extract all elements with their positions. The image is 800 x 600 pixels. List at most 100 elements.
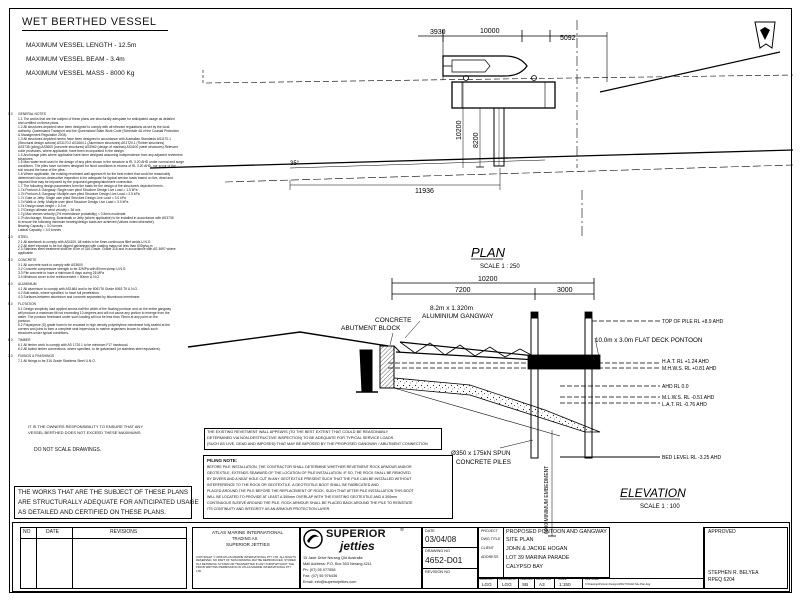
vessel-spec-length: MAXIMUM VESSEL LENGTH - 12.5m [26,42,137,49]
piling-note-line: BEFORE PILE INSTALLATION, THE CONTRACTOR… [207,465,412,469]
elevation-title: ELEVATION [620,486,686,500]
piling-note-line: CONTINUOUS SLEEVE AROUND THE PILE. ROCK … [207,501,413,505]
level-mlws: M.L.W.S. RL -0.51 AHD [662,395,715,401]
client-label: CLIENT [481,546,494,550]
notes-line: 4.2 Butt welds, where specified, to have… [18,291,100,296]
engineer-name: STEPHEN R. BELYEA [708,570,759,576]
abutment-detail [356,349,378,393]
project-label-col-rule [503,527,504,578]
drawing-no-rule [422,568,478,569]
revetment-note-line-3: (SUCH AS LIVE, DEAD AND IMPOSED) THAT MA… [207,442,428,446]
notes-section-number: 3.0 [8,258,13,263]
notes-line: & Management Regulation 2003). [18,132,68,137]
paper-size-label: PAPER SIZE [536,578,552,581]
piling-note-line: GEOTEXTILE, EXTENDS SEAWARD OF THE LOCAT… [207,471,411,475]
drawn-by-label: DRAWN BY [480,578,494,581]
notes-line: 4.1 All aluminium to comply with AS1664 … [18,287,138,292]
file-name-label: FILE NAME [585,578,599,581]
notes-line: structures under typical conditions. [18,330,69,335]
notes-line: soil around the base of the piles. [18,168,66,173]
piling-note-line: WILL BE LOCATED TO PROVIDE AT LEAST A 30… [207,495,398,499]
date-label: DATE [425,529,435,533]
title-underline [22,30,168,31]
logo-reg-mark: ® [400,527,404,533]
plan-dim-11936: 11936 [415,188,434,195]
page-title: WET BERTHED VESSEL [22,16,157,28]
notes-section-heading: FIXINGS & FINISHINGS [18,353,55,358]
revision-col-rule-1 [36,527,37,589]
notes-line: structures. [18,156,34,161]
owner-warning-line-1: IT IS THE OWNERS RESPONSIBILITY TO ENSUR… [28,424,143,429]
notes-line: 3.4 Minimum cover to the reinforcement =… [18,275,100,280]
notes-line: 5.2 Polystyrene (S) grade foam to be enc… [18,322,170,327]
notes-line: 4.3 Surfaces between aluminium and concr… [18,295,141,300]
notes-line: Lateral Capacity = 3.0 tonnes [18,227,61,232]
certification-line-1: THE WORKS THAT ARE THE SUBJECT OF THESE … [18,489,189,496]
notes-section-number: 6.0 [8,337,13,342]
strip-rule-4 [554,578,555,589]
site-address-1: LOT 39 MARINA PARADE [506,555,570,561]
copyright-notice: COPYRIGHT © 2008 ATLAS MARINE INTERNATIO… [196,555,296,573]
revision-col-no: NO [23,529,31,535]
address-line-1: 15 Jade Drive Nerang Qld Australia [303,556,363,560]
notes-line: 1.7b Pontoon & Gangway: Multiple user pl… [18,192,140,197]
gangway-label-2: ALUMINIUM GANGWAY [422,313,494,320]
company-block [192,527,300,589]
company-name-3: SUPERIOR JETTIES [226,542,270,547]
elev-dim-10200: 10200 [478,276,498,283]
plan-title: PLAN [471,245,506,260]
north-arrow-icon [754,21,776,49]
notes-section-heading: STEEL [18,234,29,239]
level-bed: BED LEVEL RL -3.25 AHD [662,455,721,461]
project-info-block [478,527,610,578]
company-name-1: ATLAS MARINE INTERNATIONAL [212,530,284,535]
certification-box [14,486,192,519]
revetment-note-line-2: DETERMINED VIA NON-DESTRUCTIVE INSPECTIO… [207,436,394,440]
piling-note-heading: PILING NOTE: [207,458,238,463]
notes-section-number: 2.0 [8,234,13,239]
address-label: ADDRESS [481,555,499,559]
strip-rule-2 [518,578,519,589]
superior-logo-icon [303,529,323,549]
address-line-2: Mail Address: P.O. Box 503 Nerang 4211 [303,562,372,566]
title-block [12,522,790,592]
owner-warning-line-2: VESSEL BERTHED DOES NOT EXCEED THESE MAX… [28,430,141,435]
address-line-4: Fax: (07) 55 976436 [303,574,338,578]
file-name-value: X:\Drawings\Pontoon Designs\4652 HOGAN S… [585,583,651,586]
notes-line: 1.7 The following design parameters form… [18,184,165,189]
revision-table [20,527,187,589]
notes-section-heading: ALUMINIUM [18,282,37,287]
plan-dim-3930: 3930 [430,29,446,36]
notes-line: 5.1 Design simplicity load applied acros… [18,307,172,311]
notes-line: 1.2 All structures depicted have been de… [18,124,170,129]
piling-note-line: PLACED AROUND THE PILE BEFORE THE REPLAC… [207,489,414,493]
plan-dim-8200: 8200 [473,132,480,148]
notes-line: 2.2 All steel exposed to be hot dipped g… [18,243,153,248]
notes-line: 3.1 All concrete work to comply with AS3… [18,263,83,268]
notes-line: 6.1 All timber work to comply with AS 17… [18,342,129,347]
notes-line: 1.7d Walk or Jetty: Multiple user plied … [18,199,129,204]
checked-label: CHECKED [520,578,533,581]
level-mhws: M.H.W.S. RL +0.81 AHD [662,366,717,372]
dwg-title-value: SITE PLAN [506,537,534,543]
embedment-label: 6000 MINIMUM EMBEDMENT [544,466,550,534]
notes-line: 1.7a Pontoon & Gangway: Single user plie… [18,188,138,193]
notes-section-number: 1.0 [8,112,13,116]
notes-line: 3.3 Pile concrete to have a minimum 8 da… [18,271,105,276]
designed-by-value: LGG [502,582,512,587]
notes-section-number: 7.0 [8,353,13,358]
notes-line: 1.7e Design wave height = 0.3 m [18,203,67,208]
address-line-5: Email: info@superiorjetties.com [303,580,357,584]
revision-no-label: REVISION NO [425,570,450,574]
logo-text-bottom: jetties [340,539,375,553]
drawing-no-label: DRAWING NO [425,549,450,553]
approved-label: APPROVED [708,529,736,535]
scale-label: SCALE [558,578,567,581]
paper-size-value: A3 [539,582,545,587]
vessel-spec-beam: MAXIMUM VESSEL BEAM - 3.4m [26,56,125,63]
notes-line: corners and joins to form a complete sea… [18,326,158,331]
client-value: JOHN & JACKIE HOGAN [506,546,568,552]
